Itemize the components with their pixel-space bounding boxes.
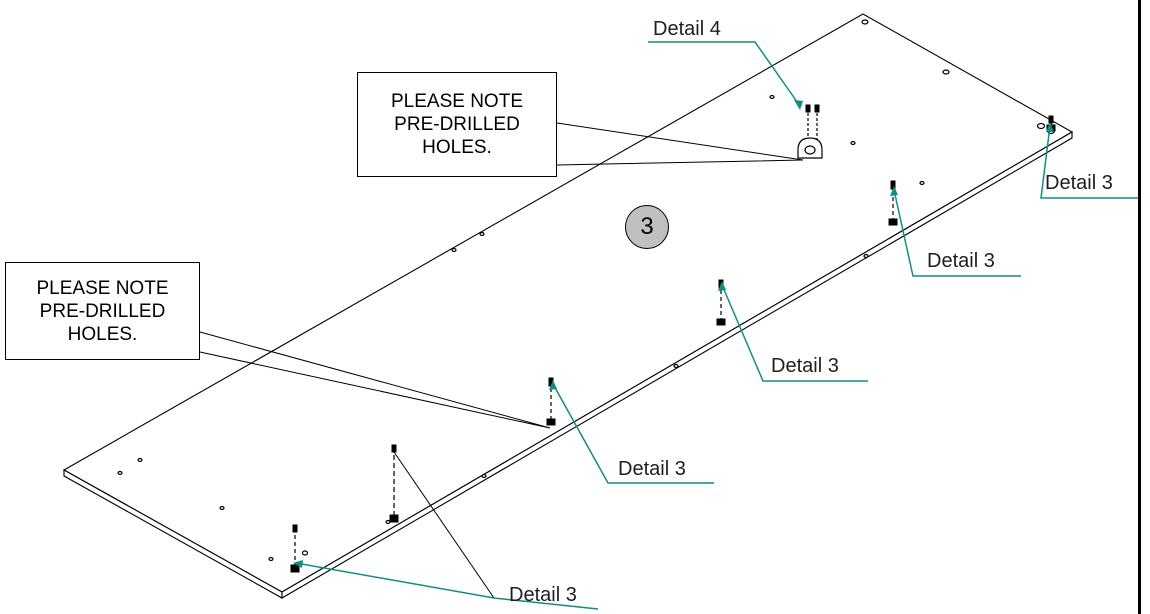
note-line: HOLES. bbox=[67, 323, 138, 345]
bracket-group bbox=[797, 104, 823, 159]
bolt-group-corner bbox=[290, 524, 300, 573]
pre-drilled-holes bbox=[117, 19, 1056, 562]
callout-pointers bbox=[199, 122, 804, 599]
panel-top-face bbox=[62, 13, 1074, 593]
note-line: PLEASE NOTE bbox=[391, 91, 523, 112]
note-line: PLEASE NOTE bbox=[36, 277, 169, 299]
detail-3-label-lower: Detail 3 bbox=[618, 458, 686, 480]
note-line: HOLES. bbox=[422, 137, 492, 158]
note-line: PRE-DRILLED bbox=[39, 300, 166, 322]
part-number-badge: 3 bbox=[625, 205, 669, 249]
cam-bolts bbox=[290, 104, 1056, 573]
page-frame-border bbox=[1138, 0, 1141, 614]
detail-3-label-bottom: Detail 3 bbox=[509, 584, 577, 606]
detail-leaders bbox=[295, 41, 1140, 610]
pre-drilled-note-left: PLEASE NOTE PRE-DRILLED HOLES. bbox=[5, 262, 200, 360]
detail-4-label: Detail 4 bbox=[653, 18, 721, 40]
detail-3-label-upper: Detail 3 bbox=[927, 250, 995, 272]
detail-3-label-middle: Detail 3 bbox=[771, 355, 839, 377]
detail-3-label-right: Detail 3 bbox=[1045, 172, 1113, 194]
note-line: PRE-DRILLED bbox=[394, 114, 520, 135]
detail-arrowheads bbox=[293, 100, 1054, 568]
pre-drilled-note-top: PLEASE NOTE PRE-DRILLED HOLES. bbox=[357, 72, 557, 177]
